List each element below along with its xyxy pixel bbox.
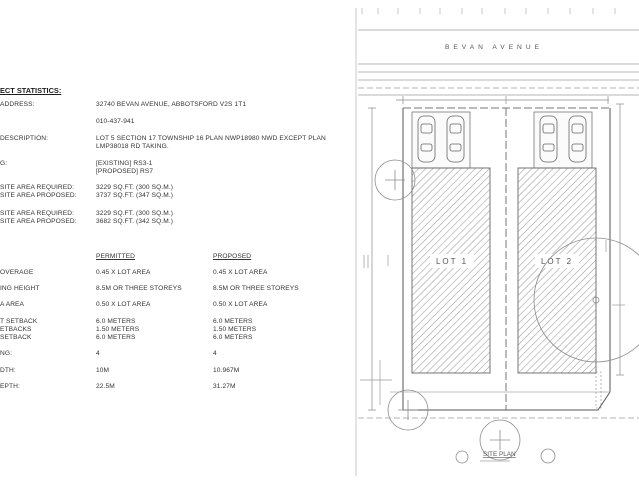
parking-permitted: 4 xyxy=(96,350,100,357)
side-setbacks-permitted: 1.50 METERS xyxy=(96,326,140,333)
pid-value: 010-437-941 xyxy=(96,118,135,125)
site-area-2-proposed-value: 3682 SQ.FT. (342 SQ.M.) xyxy=(96,218,174,225)
garage-lot-1 xyxy=(411,111,471,169)
lot-1-building xyxy=(411,167,491,374)
parking-proposed: 4 xyxy=(213,350,217,357)
side-setbacks-proposed: 1.50 METERS xyxy=(213,326,257,333)
tree-circles xyxy=(374,159,639,464)
rear-setback-proposed: 6.0 METERS xyxy=(213,334,253,341)
car-icon xyxy=(446,115,465,163)
site-area-1-required-label: SITE AREA REQUIRED: xyxy=(0,184,75,191)
front-setback-label: T SETBACK xyxy=(0,318,38,325)
column-proposed: PROPOSED xyxy=(213,253,252,260)
top-tick-marks xyxy=(361,8,616,14)
site-area-1-proposed-value: 3737 SQ.FT. (347 SQ.M.) xyxy=(96,192,174,199)
lot-width-proposed: 10.967M xyxy=(213,367,240,374)
property-boundary xyxy=(390,107,611,411)
site-area-1-proposed-label: SITE AREA PROPOSED: xyxy=(0,192,77,199)
lot-depth-proposed: 31.27M xyxy=(213,383,236,390)
lot-1-label: LOT 1 xyxy=(436,257,468,266)
car-icon xyxy=(539,115,558,163)
lot-depth-permitted: 22.5M xyxy=(96,383,115,390)
floor-area-proposed: 0.50 X LOT AREA xyxy=(213,301,268,308)
height-proposed: 8.5M OR THREE STOREYS xyxy=(213,285,299,292)
coverage-permitted: 0.45 X LOT AREA xyxy=(96,269,151,276)
site-area-2-required-value: 3229 SQ.FT. (300 SQ.M.) xyxy=(96,210,174,217)
site-plan-caption: SITE PLAN xyxy=(483,451,516,458)
rear-setback-label: SETBACK xyxy=(0,334,32,341)
statistics-heading: ECT STATISTICS: xyxy=(0,86,62,95)
address-label: ADDRESS: xyxy=(0,101,35,108)
description-line-2: LMP38018 RD TAKING. xyxy=(96,143,169,150)
lot-width-label: DTH: xyxy=(0,367,16,374)
parking-label: NG: xyxy=(0,350,13,357)
car-icon xyxy=(417,115,436,163)
coverage-label: OVERAGE xyxy=(0,269,34,276)
coverage-proposed: 0.45 X LOT AREA xyxy=(213,269,268,276)
floor-area-label: A AREA xyxy=(0,301,25,308)
annotation-marks xyxy=(363,240,607,268)
height-permitted: 8.5M OR THREE STOREYS xyxy=(96,285,182,292)
rear-walkway xyxy=(595,371,602,409)
address-value: 32740 BEVAN AVENUE, ABBOTSFORD V2S 1T1 xyxy=(96,101,247,108)
garage-lot-2 xyxy=(533,111,593,169)
zoning-proposed: [PROPOSED] RS7 xyxy=(96,168,154,175)
site-area-2-proposed-label: SITE AREA PROPOSED: xyxy=(0,218,77,225)
street-name: BEVAN AVENUE xyxy=(445,44,543,51)
lot-2-building xyxy=(517,167,597,374)
lot-width-permitted: 10M xyxy=(96,367,110,374)
lower-detail-lines xyxy=(358,304,639,419)
description-label: DESCRIPTION: xyxy=(0,135,49,142)
dimension-lines xyxy=(368,96,624,411)
description-line-1: LOT 5 SECTION 17 TOWNSHIP 16 PLAN NWP189… xyxy=(96,135,326,142)
zoning-existing: [EXISTING] RS3-1 xyxy=(96,160,153,167)
floor-area-permitted: 0.50 X LOT AREA xyxy=(96,301,151,308)
site-area-2-required-label: SITE AREA REQUIRED: xyxy=(0,210,75,217)
lot-2-label: LOT 2 xyxy=(541,257,573,266)
lot-depth-label: EPTH: xyxy=(0,383,20,390)
side-setbacks-label: ETBACKS xyxy=(0,326,32,333)
car-icon xyxy=(568,115,587,163)
front-setback-proposed: 6.0 METERS xyxy=(213,318,253,325)
column-permitted: PERMITTED xyxy=(96,253,135,260)
rear-setback-permitted: 6.0 METERS xyxy=(96,334,136,341)
street-lines xyxy=(358,29,639,96)
front-setback-permitted: 6.0 METERS xyxy=(96,318,136,325)
height-label: ING HEIGHT xyxy=(0,285,40,292)
site-area-1-required-value: 3229 SQ.FT. (300 SQ.M.) xyxy=(96,184,174,191)
zoning-label: G: xyxy=(0,160,8,167)
